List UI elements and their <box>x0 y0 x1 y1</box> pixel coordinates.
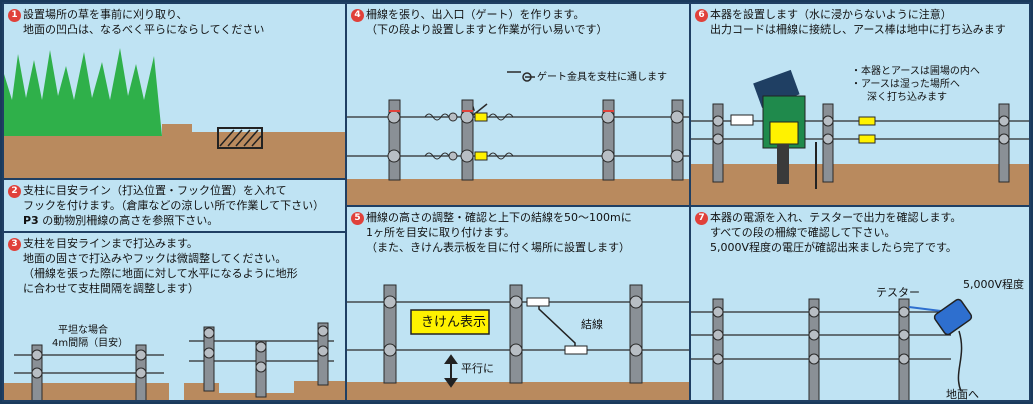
gate-note: ゲート金具を支柱に通します <box>537 72 667 83</box>
step-3-line-2: 地面の固さで打込みやフックは微調整してください。 <box>23 252 287 265</box>
output-clip <box>730 114 754 126</box>
flat-label-2: 4m間隔（目安） <box>52 338 129 349</box>
step-1-line-2: 地面の凹凸は、なるべく平らにならしてください <box>23 23 265 36</box>
wire-link-label: 結線 <box>581 318 603 331</box>
energizer-note-2: ・アースは湿った場所へ <box>851 79 960 90</box>
step-5-line-2: 1ヶ所を目安に取り付けます。 <box>366 226 515 239</box>
step-number: 2 <box>8 185 21 198</box>
voltage-label: 5,000V程度 <box>963 278 1025 291</box>
step-2-line-3: の動物別柵線の高さを参照下さい。 <box>42 214 219 227</box>
step-1-illustration <box>4 48 345 178</box>
step-2-line-2: フックを付けます。（倉庫などの涼しい所で作業して下さい） <box>23 199 325 212</box>
step-number: 7 <box>695 212 708 225</box>
step-6-illustration <box>691 69 1029 205</box>
step-1-line-1: 設置場所の草を事前に刈り取り、 <box>23 8 188 21</box>
step-5-line-1: 柵線の高さの調整・確認と上下の結線を50〜100mに <box>366 211 632 224</box>
step-3-line-1: 支柱を目安ラインまで打込みます。 <box>23 237 198 250</box>
parallel-label: 平行に <box>461 362 494 375</box>
step-7-line-2: すべての段の柵線で確認して下さい。 <box>710 226 896 239</box>
ground-bump <box>162 124 192 178</box>
step-3-line-4: に合わせて支柱間隔を調整します） <box>23 282 199 295</box>
step-4-line-2: （下の段より設置しますと作業が行い易いです） <box>366 23 608 36</box>
grass <box>4 48 162 136</box>
flat-label-1: 平坦な場合 <box>58 325 108 336</box>
step-number: 1 <box>8 9 21 22</box>
step-6-line-2: 出力コードは柵線に接続し、アース棒は地中に打ち込みます <box>710 23 1006 36</box>
tester-device <box>933 298 973 336</box>
step-7-line-3: 5,000V程度の電圧が確認出来ましたら完了です。 <box>710 241 957 254</box>
step-number: 5 <box>351 212 364 225</box>
step-5-illustration <box>347 284 689 400</box>
energizer-note-1: ・本器とアースは圃場の内へ <box>851 66 980 77</box>
step-3-line-3: （柵線を張った際に地面に対して水平になるように地形 <box>23 267 298 280</box>
step-4-illustration <box>347 71 689 205</box>
tester-label: テスター <box>876 286 920 299</box>
step-3-illustration <box>4 322 345 400</box>
step-7-illustration <box>691 298 973 400</box>
step-2-line-1: 支柱に目安ライン（打込位置・フック位置）を入れて <box>23 184 287 197</box>
danger-sign-bg <box>410 309 490 335</box>
step-6-line-1: 本器を設置します（水に浸からないように注意） <box>710 8 952 21</box>
step-4-line-1: 柵線を張り、出入口（ゲート）を作ります。 <box>366 8 585 21</box>
step-number: 4 <box>351 9 364 22</box>
step-number: 3 <box>8 238 21 251</box>
ground-label: 地面へ <box>946 388 979 401</box>
step-5-line-3: （また、きけん表示板を目に付く場所に設置します） <box>366 241 630 254</box>
danger-sign-text: きけん表示 <box>421 315 487 330</box>
energizer-note-3: 深く打ち込みます <box>867 92 947 103</box>
step-7-line-1: 本器の電源を入れ、テスターで出力を確認します。 <box>710 211 962 224</box>
step-number: 6 <box>695 9 708 22</box>
hatched-hole <box>217 127 263 149</box>
page-ref: P3 <box>23 214 39 227</box>
